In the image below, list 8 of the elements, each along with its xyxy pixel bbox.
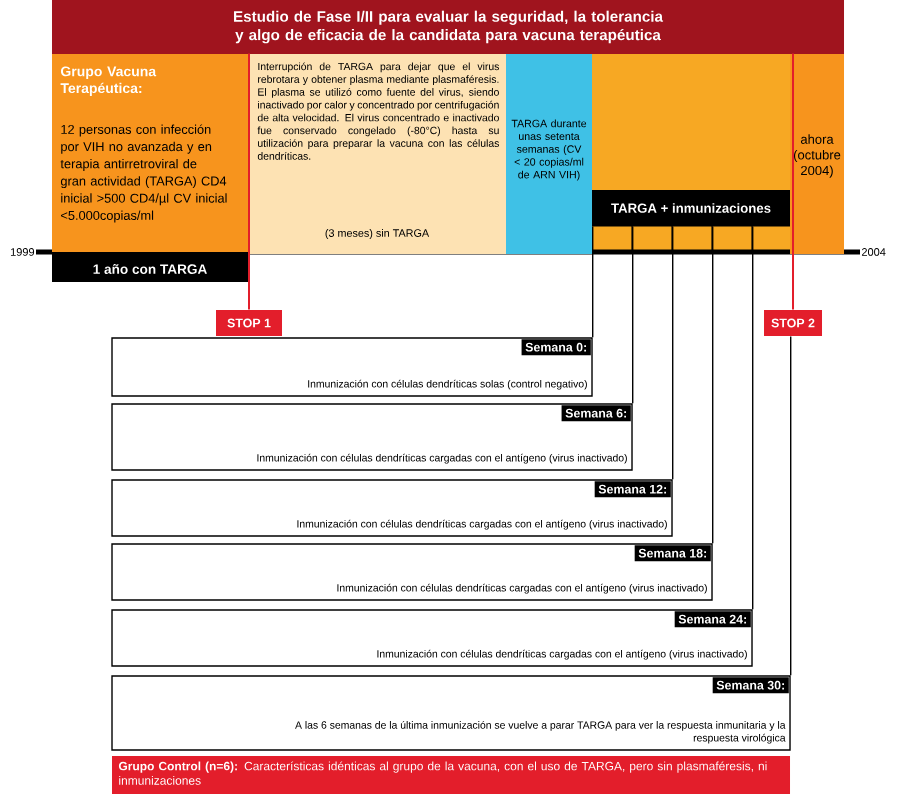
stop-line bbox=[248, 52, 250, 311]
stop-line bbox=[792, 52, 794, 311]
connector-line bbox=[632, 225, 634, 404]
connector-line bbox=[712, 225, 714, 544]
connector-line bbox=[592, 225, 594, 338]
connector-line bbox=[672, 225, 674, 480]
connector-line bbox=[752, 225, 754, 610]
connector-line bbox=[790, 335, 792, 676]
